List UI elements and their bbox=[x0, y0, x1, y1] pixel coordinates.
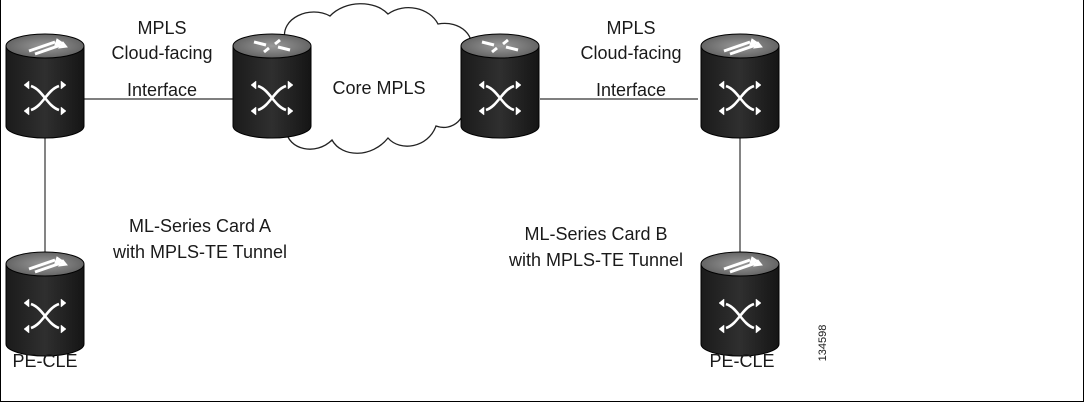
card-a-label-line1: ML-Series Card A bbox=[129, 216, 271, 236]
switch-arrows-icon bbox=[28, 38, 68, 56]
device-front-symbol bbox=[23, 80, 67, 116]
right-interface-label-line3: Interface bbox=[596, 80, 666, 100]
figure-id-label: 134598 bbox=[817, 325, 829, 362]
device-top bbox=[460, 33, 540, 59]
core-right-router-icon bbox=[460, 33, 540, 139]
device-front-symbol bbox=[718, 80, 762, 116]
core-left-router-icon bbox=[232, 33, 312, 139]
right-interface-label-line1: MPLS bbox=[606, 18, 655, 38]
top-left-switch-icon bbox=[5, 33, 85, 139]
left-interface-label-line2: Cloud-facing bbox=[111, 43, 212, 63]
device-body bbox=[700, 45, 780, 139]
device-front-symbol bbox=[23, 298, 67, 334]
right-interface-label-line2: Cloud-facing bbox=[580, 43, 681, 63]
device-body bbox=[232, 45, 312, 139]
card-b-label-line2: with MPLS-TE Tunnel bbox=[508, 250, 683, 270]
device-front-symbol bbox=[250, 80, 294, 116]
left-interface-label-line1: MPLS bbox=[137, 18, 186, 38]
switch-arrows-icon bbox=[28, 256, 68, 274]
device-body bbox=[5, 45, 85, 139]
device-body bbox=[700, 263, 780, 357]
card-a-label-line2: with MPLS-TE Tunnel bbox=[112, 242, 287, 262]
links bbox=[44, 98, 741, 270]
device-body bbox=[5, 263, 85, 357]
left-pe-cle-label: PE-CLE bbox=[12, 351, 77, 371]
device-front-symbol bbox=[718, 298, 762, 334]
device-front-symbol bbox=[478, 80, 522, 116]
core-mpls-label: Core MPLS bbox=[332, 78, 425, 98]
bottom-right-switch-icon bbox=[700, 251, 780, 357]
left-interface-label-line3: Interface bbox=[127, 80, 197, 100]
device-body bbox=[460, 45, 540, 139]
router-arrows-icon bbox=[253, 38, 291, 54]
right-pe-cle-label: PE-CLE bbox=[709, 351, 774, 371]
top-right-switch-icon bbox=[700, 33, 780, 139]
card-b-label-line1: ML-Series Card B bbox=[524, 224, 667, 244]
bottom-left-switch-icon bbox=[5, 251, 85, 357]
switch-arrows-icon bbox=[723, 256, 763, 274]
device-top bbox=[232, 33, 312, 59]
switch-arrows-icon bbox=[723, 38, 763, 56]
router-arrows-icon bbox=[481, 38, 519, 54]
